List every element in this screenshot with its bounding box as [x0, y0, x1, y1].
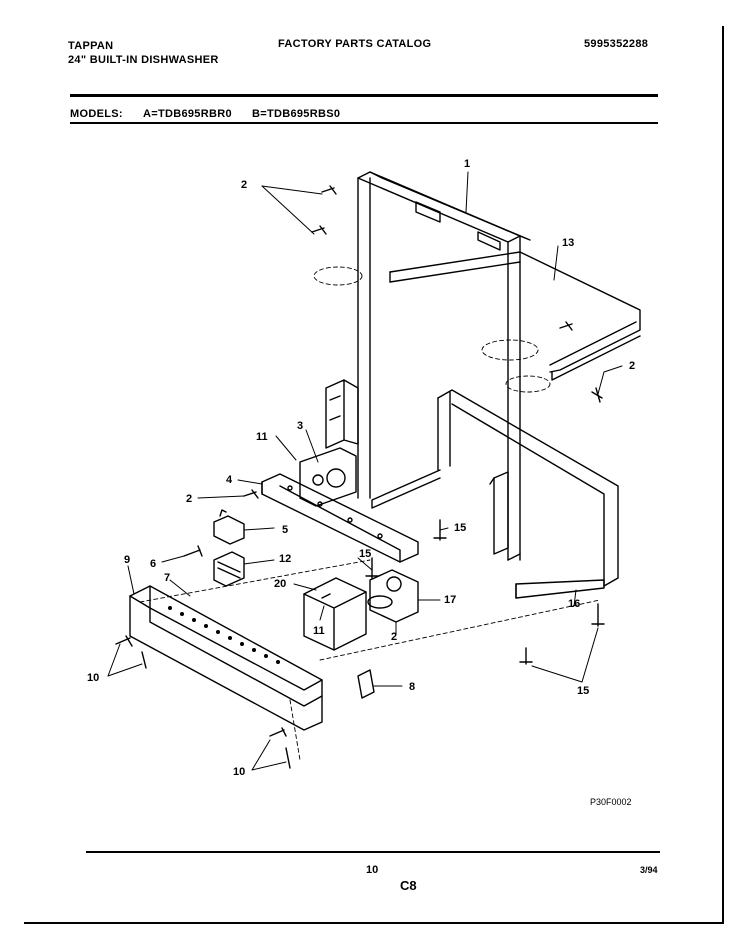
model-a: A=TDB695RBR0: [143, 108, 232, 120]
catalog-title: FACTORY PARTS CATALOG: [278, 38, 432, 50]
callout-11: 11: [313, 625, 325, 637]
page-number: 10: [366, 864, 379, 876]
catalog-number: 5995352288: [584, 38, 649, 50]
switch: [213, 509, 245, 545]
heater-element: [213, 551, 245, 587]
callout-1: 1: [464, 158, 471, 170]
callout-11: 11: [256, 431, 268, 443]
models-label: MODELS:: [70, 108, 123, 120]
fan-assembly: [367, 569, 419, 623]
callout-5: 5: [282, 524, 289, 536]
hinge-bracket: [325, 379, 359, 449]
page-frame: [24, 26, 724, 924]
callout-2: 2: [241, 179, 248, 191]
callout-15: 15: [359, 548, 372, 560]
latch-assembly: [299, 447, 357, 507]
callout-4: 4: [226, 474, 233, 486]
callout-7: 7: [164, 572, 171, 584]
footer-rule: [86, 851, 660, 853]
end-bracket: [357, 669, 375, 699]
screws: [115, 185, 605, 769]
callout-8: 8: [409, 681, 416, 693]
toe-panel: [129, 585, 323, 731]
upper-frame-tube: [357, 171, 531, 561]
callout-12: 12: [279, 553, 292, 565]
product-name: 24" BUILT-IN DISHWASHER: [68, 54, 219, 66]
callout-13: 13: [562, 237, 575, 249]
lower-frame: [371, 389, 619, 599]
figure-code: P30F0002: [590, 797, 632, 807]
support-rail: [389, 251, 641, 381]
model-b: B=TDB695RBS0: [252, 108, 341, 120]
callout-2: 2: [629, 360, 636, 372]
callout-3: 3: [297, 420, 304, 432]
brand-name: TAPPAN: [68, 40, 114, 52]
callout-6: 6: [150, 558, 157, 570]
callout-15: 15: [577, 685, 590, 697]
callout-15: 15: [454, 522, 467, 534]
callout-2: 2: [391, 631, 398, 643]
footer-date: 3/94: [640, 865, 658, 875]
switch-bracket: [261, 473, 419, 563]
callout-16: 16: [568, 598, 581, 610]
callout-17: 17: [444, 594, 457, 606]
models-rule: [70, 122, 658, 124]
callout-10: 10: [233, 766, 246, 778]
leader-lines: [107, 171, 623, 771]
callout-10: 10: [87, 672, 100, 684]
section-code: C8: [400, 878, 417, 893]
callout-9: 9: [124, 554, 131, 566]
header-rule: [70, 94, 658, 97]
callout-2: 2: [186, 493, 193, 505]
capacitor-box: [303, 577, 367, 651]
callout-20: 20: [274, 578, 287, 590]
